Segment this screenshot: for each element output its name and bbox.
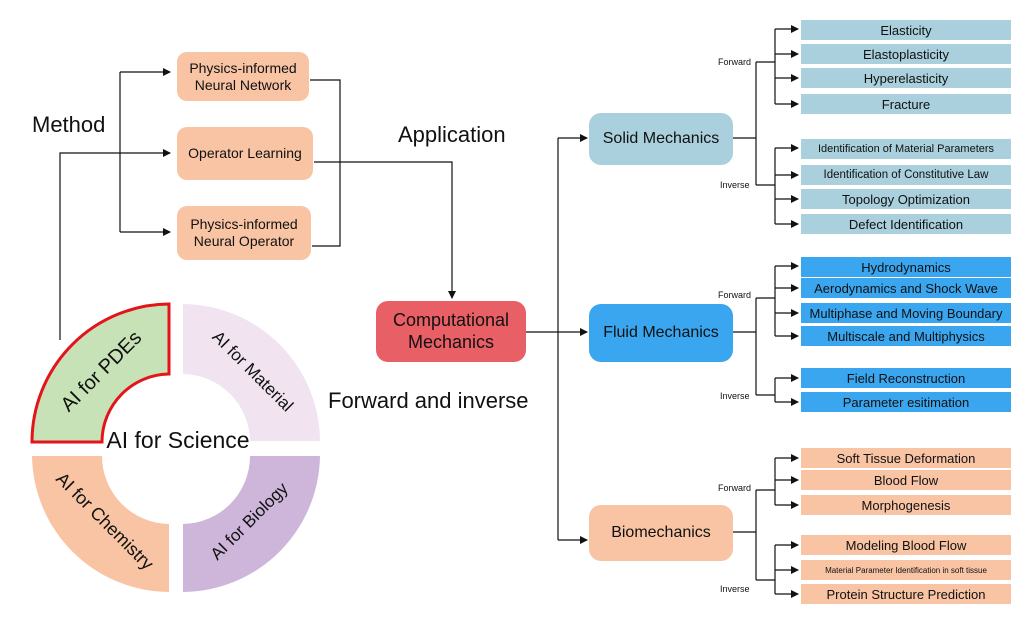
- solid-forward-item[interactable]: Fracture: [801, 94, 1011, 114]
- solid-forward-item[interactable]: Elasticity: [801, 20, 1011, 40]
- fluid-forward-item[interactable]: Aerodynamics and Shock Wave: [801, 278, 1011, 298]
- bio-forward-item[interactable]: Soft Tissue Deformation: [801, 448, 1011, 468]
- fluid-inverse-label: Inverse: [720, 391, 750, 401]
- forward-inverse-label: Forward and inverse: [328, 388, 529, 413]
- solid-mechanics-box[interactable]: Solid Mechanics: [589, 113, 733, 165]
- bio-inverse-label: Inverse: [720, 584, 750, 594]
- ring-segment-material[interactable]: [183, 304, 320, 441]
- ai-science-ring: AI for PDEs AI for Material AI for Chemi…: [30, 302, 320, 592]
- fluid-inverse-item[interactable]: Parameter esitimation: [801, 392, 1011, 412]
- operator-to-cm-arrow: [314, 161, 456, 299]
- solid-inverse-item[interactable]: Topology Optimization: [801, 189, 1011, 209]
- fluid-forward-label: Forward: [718, 290, 752, 300]
- fluid-inverse-item[interactable]: Field Reconstruction: [801, 368, 1011, 388]
- fluid-forward-item[interactable]: Multiscale and Multiphysics: [801, 326, 1011, 346]
- bio-forward-label: Forward: [718, 483, 752, 493]
- solid-inverse-label: Inverse: [720, 180, 750, 190]
- method-box-pino[interactable]: Physics-informed Neural Operator: [177, 206, 311, 260]
- fluid-forward-item[interactable]: Multiphase and Moving Boundary: [801, 303, 1011, 323]
- solid-forward-label: Forward: [718, 57, 752, 67]
- ring-segment-biology[interactable]: [183, 456, 320, 592]
- solid-forward-item[interactable]: Elastoplasticity: [801, 44, 1011, 64]
- solid-inverse-item[interactable]: Identification of Constitutive Law: [801, 165, 1011, 185]
- ring-segment-pdes[interactable]: [30, 302, 171, 444]
- arrow-pdes-to-operator: [59, 149, 171, 340]
- bio-inverse-item[interactable]: Modeling Blood Flow: [801, 535, 1011, 555]
- bio-forward-item[interactable]: Blood Flow: [801, 470, 1011, 490]
- solid-forward-item[interactable]: Hyperelasticity: [801, 68, 1011, 88]
- biomechanics-box[interactable]: Biomechanics: [589, 505, 733, 561]
- solid-inverse-item[interactable]: Identification of Material Parameters: [801, 139, 1011, 159]
- bio-inverse-item[interactable]: Material Parameter Identification in sof…: [801, 560, 1011, 580]
- application-label: Application: [398, 122, 506, 147]
- fluid-mechanics-box[interactable]: Fluid Mechanics: [589, 304, 733, 362]
- method-box-pinn[interactable]: Physics-informed Neural Network: [177, 52, 309, 101]
- ring-center-label: AI for Science: [106, 427, 249, 453]
- solid-inverse-item[interactable]: Defect Identification: [801, 214, 1011, 234]
- bio-inverse-item[interactable]: Protein Structure Prediction: [801, 584, 1011, 604]
- method-box-operator-learning[interactable]: Operator Learning: [177, 127, 313, 180]
- ring-segment-chemistry[interactable]: [32, 456, 169, 592]
- computational-mechanics-box[interactable]: Computational Mechanics: [376, 301, 526, 362]
- method-label: Method: [32, 112, 106, 137]
- bio-forward-item[interactable]: Morphogenesis: [801, 495, 1011, 515]
- pinn-to-cm-line: [310, 79, 341, 247]
- fluid-forward-item[interactable]: Hydrodynamics: [801, 257, 1011, 277]
